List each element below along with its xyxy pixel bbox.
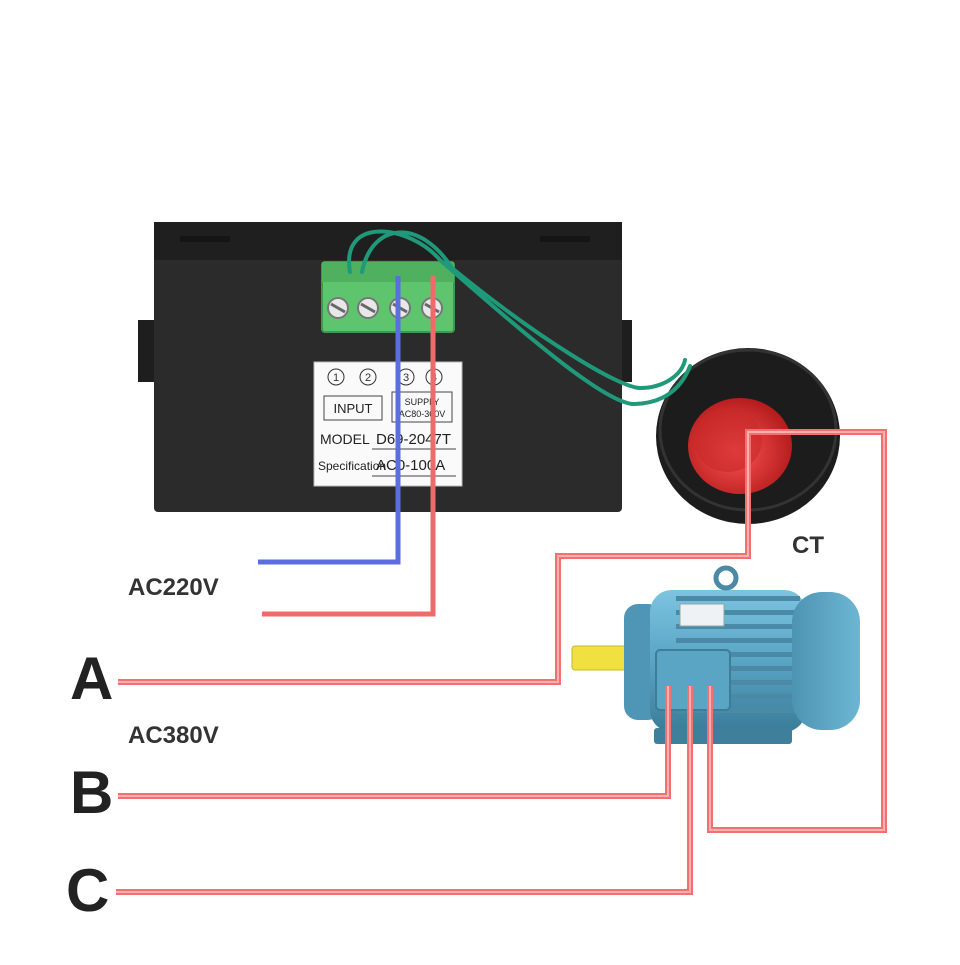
wire-ac220-red (262, 276, 436, 617)
wire-ac220-blue (258, 276, 401, 565)
terminal-number-circle (327, 368, 345, 386)
ct-hole-shadow (694, 408, 762, 472)
model-value: D69-2047T (376, 431, 451, 448)
motor-fan-cover (792, 592, 860, 730)
terminal-block-top (322, 262, 454, 282)
model-label: MODEL (320, 431, 370, 447)
terminal-number-3: 3 (403, 372, 409, 384)
label-phase-a: A (70, 645, 114, 712)
wire-phase-c (116, 686, 693, 895)
supply-label: SUPPLY (405, 397, 440, 407)
label-ac380v: AC380V (128, 722, 219, 749)
label-ac220v: AC220V (128, 574, 219, 601)
meter-vent (180, 236, 230, 242)
motor-nameplate (679, 603, 725, 627)
ct-wire-1 (347, 229, 692, 407)
three-phase-motor (571, 565, 860, 744)
terminal-number-2: 2 (365, 372, 371, 384)
meter-vent (540, 236, 590, 242)
spec-value: AC0-100A (376, 457, 445, 474)
spec-label-card (313, 361, 463, 487)
panel-meter: 1 2 3 4 INPUT SUPPLY AC80-300V MODEL D69… (138, 222, 632, 512)
ct-wire-2 (360, 230, 687, 391)
ct-signal-wires (347, 229, 692, 407)
label-ct: CT (792, 532, 824, 559)
supply-range: AC80-300V (399, 409, 446, 419)
phase-wire-cores (116, 431, 885, 893)
motor-lifting-eye (713, 565, 739, 591)
label-phase-c: C (66, 857, 110, 924)
supply-label-box (391, 391, 453, 423)
terminal-screws (327, 297, 443, 319)
input-label: INPUT (334, 401, 373, 416)
label-phase-b: B (70, 759, 114, 826)
motor-base (654, 728, 792, 744)
motor-fins (676, 596, 800, 713)
terminal-number-1: 1 (333, 372, 339, 384)
input-label-box (323, 395, 383, 421)
spec-label: Specification (318, 459, 386, 473)
terminal-number-circle (359, 368, 377, 386)
